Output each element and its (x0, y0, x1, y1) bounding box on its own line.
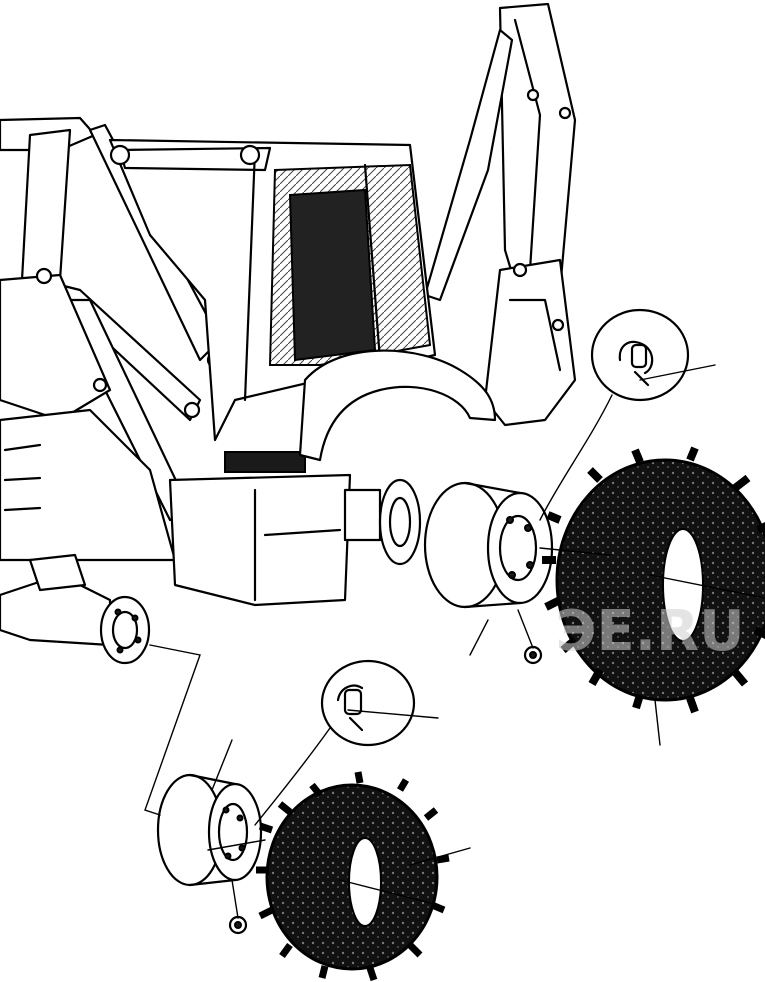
rear-axle-hub (343, 478, 422, 566)
watermark-text: ЭЕ.RU (555, 599, 744, 664)
front-axle (0, 553, 151, 665)
backhoe-arm (423, 2, 577, 427)
operator-cab (108, 138, 437, 442)
front-valve-detail (254, 659, 416, 826)
front-wheel-rim (156, 773, 263, 887)
rear-valve-detail (539, 308, 690, 521)
rear-wheel-rim (423, 481, 554, 609)
wheel-nut-front (228, 915, 248, 935)
front-tire (256, 771, 450, 982)
leader-lines (144, 364, 765, 919)
wheel-nut-rear (523, 645, 543, 665)
front-body (0, 408, 352, 607)
rear-fender (298, 349, 497, 462)
rear-tire (542, 446, 765, 714)
